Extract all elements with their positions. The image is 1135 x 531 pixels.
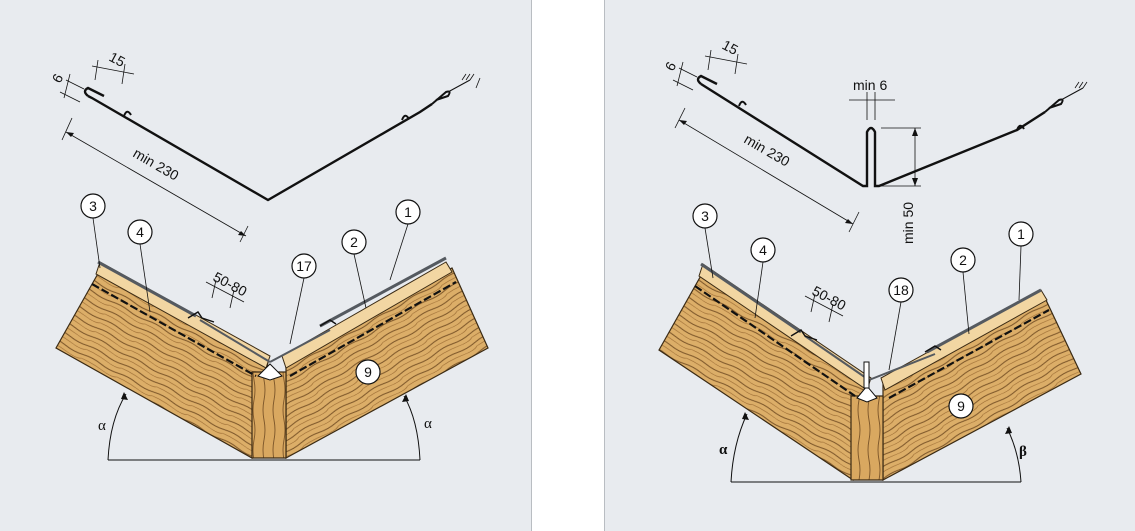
angle-marks: α α [98,392,432,461]
valley-diagram-left: 6 15 min 230 [49,49,489,461]
svg-text:2: 2 [959,252,967,268]
svg-text:3: 3 [701,208,709,224]
dim-sheet-width: min 230 [61,117,249,243]
svg-text:6: 6 [662,59,680,74]
svg-text:3: 3 [89,198,97,214]
svg-text:15: 15 [720,37,741,59]
callout-9: 9 [948,393,974,419]
svg-text:15: 15 [107,49,128,71]
dim-hem-height: 6 [49,71,85,103]
callout-18: 18 [888,277,914,371]
callout-2: 2 [950,247,976,335]
svg-text:2: 2 [350,234,358,250]
valley-wood-section [658,262,1082,482]
panel-valley-standard: 6 15 min 230 [0,0,532,531]
angle-marks: α β [719,412,1027,483]
svg-text:min 50: min 50 [900,202,916,244]
dim-gap: 50-80 [804,283,849,323]
callout-17: 17 [289,253,317,345]
svg-text:6: 6 [49,71,67,86]
callout-1: 1 [1008,221,1034,301]
svg-text:4: 4 [136,224,144,240]
callout-2: 2 [341,229,367,309]
svg-text:α: α [98,418,106,434]
svg-text:1: 1 [1017,226,1025,242]
dim-hem-width: 15 [704,37,748,75]
svg-text:9: 9 [957,398,965,414]
callout-4: 4 [127,219,153,313]
svg-text:4: 4 [759,242,767,258]
callout-9: 9 [355,359,381,385]
valley-sheet-profile-seam [696,74,1088,188]
svg-text:9: 9 [364,364,372,380]
valley-diagram-right: 6 15 min 230 min 6 min 50 [658,37,1088,483]
svg-text:min 230: min 230 [131,145,182,184]
callout-3: 3 [692,203,718,279]
dim-gap: 50-80 [205,269,250,309]
svg-text:α: α [424,416,432,432]
svg-text:α: α [719,442,728,458]
callout-3: 3 [80,193,106,269]
svg-text:min 6: min 6 [853,77,887,93]
callout-1: 1 [389,199,421,281]
dim-stand-width: min 6 [849,77,895,120]
svg-text:17: 17 [296,258,312,274]
valley-sheet-profile [83,73,481,202]
callout-4: 4 [750,237,776,319]
svg-text:1: 1 [404,204,412,220]
panel-valley-standing-seam: 6 15 min 230 min 6 min 50 [604,0,1135,531]
valley-wood-section [55,256,489,460]
svg-text:β: β [1019,444,1027,460]
svg-text:18: 18 [893,282,909,298]
dim-hem-height: 6 [662,59,698,91]
dim-stand-height: min 50 [881,127,921,244]
dim-hem-width: 15 [91,49,135,85]
